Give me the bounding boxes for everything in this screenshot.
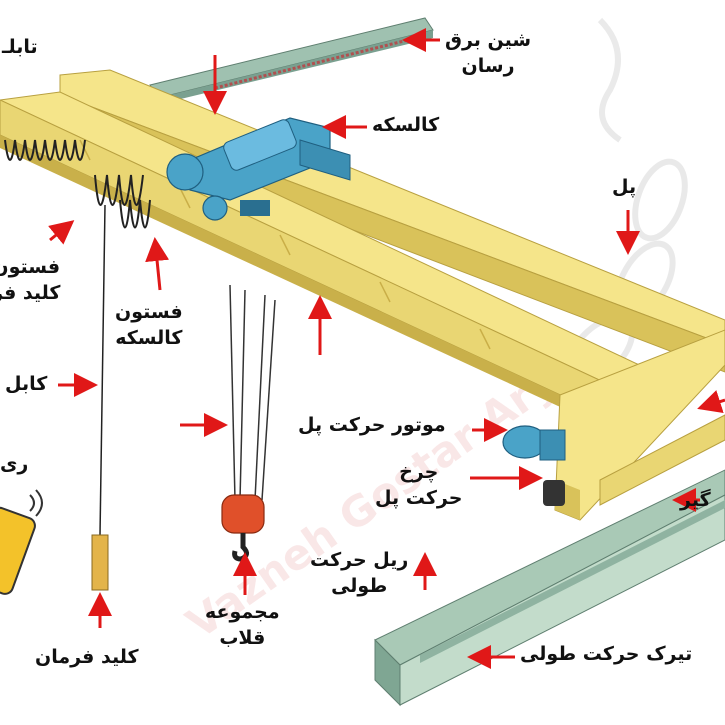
power-rail [149,17,434,104]
label-festoon-trolley: فستون کالسکه [115,301,183,349]
label-long-rail: ریل حرکت طولی [310,549,409,597]
label-long-beam: تیرک حرکت طولی [520,643,693,665]
label-power-rail: شین برق رسان [445,29,532,77]
pointer-arrows [48,28,725,669]
front-girder [0,91,652,430]
label-cable: کابل [5,373,48,395]
label-remote: ری [0,453,29,475]
label-festoon-key: فستون کلید فر [0,256,61,304]
remote-icon [0,489,43,595]
label-gear: گیر [680,489,711,511]
label-bridge-motor: موتور حرکت پل [298,414,446,436]
label-control-key: کلید فرمان [35,646,139,668]
pendant-control [91,204,109,591]
festoon-cables [4,139,151,229]
label-bridge-wheel: چرخ حرکت پل [375,461,463,509]
bridge-motor [502,425,566,461]
label-cable-panel: تابلـ [2,36,38,58]
label-hook-block: مجموعه قلاب [205,601,280,649]
trolley-assembly [166,117,351,221]
label-bridge: پل [612,176,637,198]
bridge-wheel [543,480,565,506]
hook-assembly [221,284,276,562]
label-trolley: کالسکه [372,114,440,136]
longitudinal-beam [374,469,725,707]
